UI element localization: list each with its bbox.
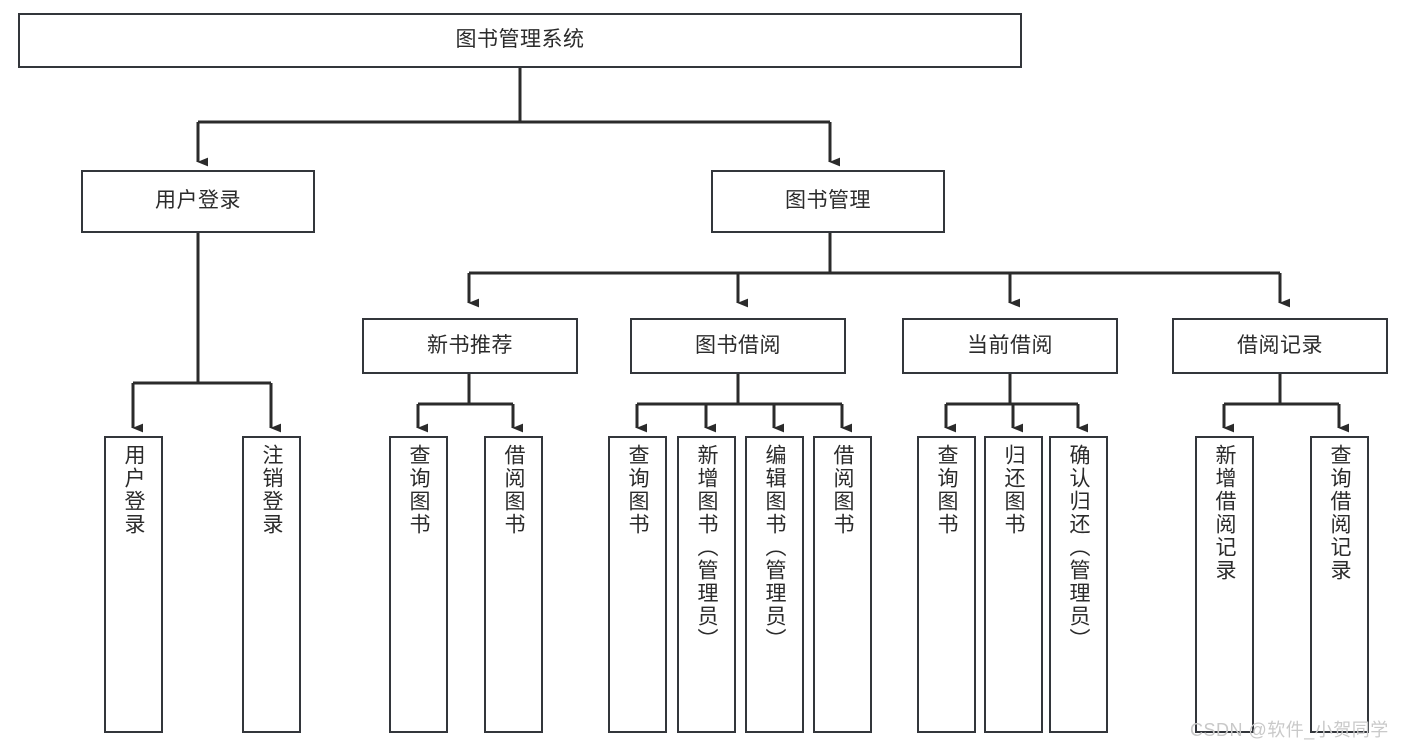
node-leaf-confirm-return-admin[interactable]: 确认归还（管理员） xyxy=(1049,436,1108,733)
node-label: 查询图书 xyxy=(407,444,430,536)
node-label: 新增借阅记录 xyxy=(1213,444,1236,582)
node-label: 图书管理系统 xyxy=(455,28,585,52)
node-label: 当前借阅 xyxy=(967,333,1053,357)
node-label: 用户登录 xyxy=(155,189,241,213)
node-leaf-borrow-book-bb[interactable]: 借阅图书 xyxy=(813,436,872,733)
node-label: 归还图书 xyxy=(1002,444,1025,536)
node-leaf-edit-book-admin[interactable]: 编辑图书（管理员） xyxy=(745,436,804,733)
node-current-borrowing[interactable]: 当前借阅 xyxy=(902,318,1118,374)
node-leaf-query-book-cb[interactable]: 查询图书 xyxy=(917,436,976,733)
node-borrowing-record[interactable]: 借阅记录 xyxy=(1172,318,1388,374)
node-user-login[interactable]: 用户登录 xyxy=(81,170,315,233)
node-label: 查询借阅记录 xyxy=(1328,444,1351,582)
node-book-borrowing[interactable]: 图书借阅 xyxy=(630,318,846,374)
node-label: 图书借阅 xyxy=(695,333,781,357)
node-label: 新增图书（管理员） xyxy=(695,444,718,651)
node-leaf-add-book-admin[interactable]: 新增图书（管理员） xyxy=(677,436,736,733)
node-label: 确认归还（管理员） xyxy=(1067,444,1090,651)
node-book-management[interactable]: 图书管理 xyxy=(711,170,945,233)
node-leaf-return-book[interactable]: 归还图书 xyxy=(984,436,1043,733)
node-label: 查询图书 xyxy=(935,444,958,536)
node-label: 新书推荐 xyxy=(427,333,513,357)
node-new-book-recommendation[interactable]: 新书推荐 xyxy=(362,318,578,374)
node-label: 编辑图书（管理员） xyxy=(763,444,786,651)
node-leaf-query-book-bb[interactable]: 查询图书 xyxy=(608,436,667,733)
node-label: 查询图书 xyxy=(626,444,649,536)
node-leaf-query-borrow-record[interactable]: 查询借阅记录 xyxy=(1310,436,1369,733)
node-label: 借阅图书 xyxy=(502,444,525,536)
node-label: 图书管理 xyxy=(785,189,871,213)
node-label: 注销登录 xyxy=(260,444,283,536)
node-leaf-user-login[interactable]: 用户登录 xyxy=(104,436,163,733)
node-leaf-borrow-book-nbr[interactable]: 借阅图书 xyxy=(484,436,543,733)
node-label: 借阅图书 xyxy=(831,444,854,536)
node-label: 用户登录 xyxy=(122,444,145,536)
node-leaf-add-borrow-record[interactable]: 新增借阅记录 xyxy=(1195,436,1254,733)
node-label: 借阅记录 xyxy=(1237,333,1323,357)
node-leaf-query-book-nbr[interactable]: 查询图书 xyxy=(389,436,448,733)
node-leaf-logout[interactable]: 注销登录 xyxy=(242,436,301,733)
node-root-library-management-system[interactable]: 图书管理系统 xyxy=(18,13,1022,68)
